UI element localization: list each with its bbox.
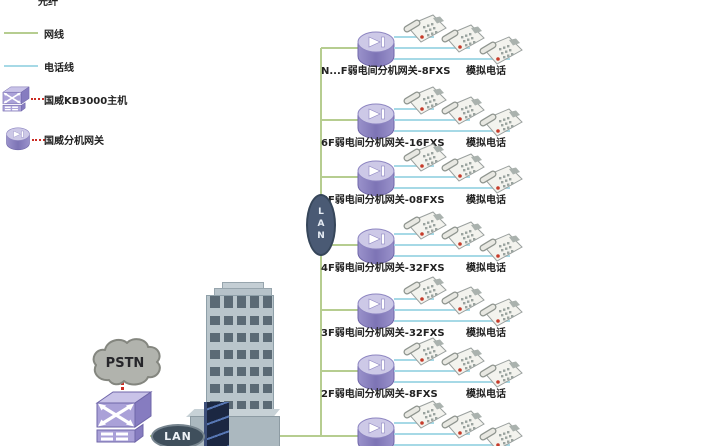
- building-base-top: [186, 409, 280, 417]
- network-line: [321, 119, 358, 121]
- floor-row-2f: 2F弱电间分机网关-8FXS 模拟电话: [320, 323, 565, 423]
- gateway-label: 4F弱电间分机网关-32FXS: [321, 263, 445, 274]
- phone-line: [394, 119, 470, 121]
- legend-phoneline-label: 电话线: [44, 63, 74, 74]
- floor-row-6f: 6F弱电间分机网关-16FXS 模拟电话: [320, 72, 565, 172]
- floor-row-5f: 5F弱电间分机网关-08FXS 模拟电话: [320, 129, 565, 229]
- gateway-icon: [356, 412, 396, 446]
- phone-line: [394, 58, 510, 60]
- legend-fiber-label: 光纤: [38, 0, 58, 8]
- phone-line: [394, 320, 510, 322]
- network-line: [321, 47, 358, 49]
- lan-trunk-label: LAN: [316, 207, 326, 243]
- network-line: [321, 370, 358, 372]
- floor-row-3f: 3F弱电间分机网关-32FXS 模拟电话: [320, 262, 565, 362]
- building-tower: [206, 295, 274, 421]
- legend-gateway-label: 国威分机网关: [44, 136, 104, 147]
- host-switch-kb3000: [94, 386, 154, 446]
- legend-host-label: 国威KB3000主机: [44, 96, 128, 107]
- gateway-label: N...F弱电间分机网关-8FXS: [321, 66, 451, 77]
- phone-line: [394, 176, 470, 178]
- floor-row-4f: 4F弱电间分机网关-32FXS 模拟电话: [320, 197, 565, 297]
- lan-node: LAN: [151, 424, 205, 446]
- server-rack: [204, 402, 229, 446]
- phone-line: [394, 444, 510, 446]
- floor-row-nf: N...F弱电间分机网关-8FXS 模拟电话: [320, 0, 565, 100]
- phone-line: [394, 359, 434, 361]
- gateway-label: 3F弱电间分机网关-32FXS: [321, 328, 445, 339]
- phone-line: [394, 36, 434, 38]
- phones-label: 模拟电话: [466, 263, 506, 274]
- phone-line: [394, 108, 434, 110]
- gateway-label: 6F弱电间分机网关-16FXS: [321, 138, 445, 149]
- legend-network-label: 网线: [44, 30, 64, 41]
- phones-label: 模拟电话: [466, 195, 506, 206]
- lan-trunk-node: LAN: [306, 194, 336, 256]
- legend-phoneline-sample: [4, 65, 38, 67]
- phone-line: [394, 233, 434, 235]
- phones-label: 模拟电话: [466, 328, 506, 339]
- gateway-label: 5F弱电间分机网关-08FXS: [321, 195, 445, 206]
- legend-network-line-sample: [4, 32, 38, 34]
- network-line: [321, 309, 358, 311]
- lan-label: LAN: [164, 430, 192, 443]
- legend-dotted-connector: [32, 139, 45, 141]
- floor-row-1f: [320, 386, 565, 446]
- extension-gateway-icon: [3, 124, 33, 152]
- network-line: [321, 176, 358, 178]
- phone-line: [394, 433, 470, 435]
- phones-label: 模拟电话: [466, 138, 506, 149]
- phone-line: [394, 370, 470, 372]
- phone-line: [394, 130, 510, 132]
- pstn-cloud: PSTN: [92, 338, 161, 386]
- phone-line: [394, 422, 434, 424]
- phone-line: [394, 309, 470, 311]
- phones-label: 模拟电话: [466, 389, 506, 400]
- phone-line: [394, 165, 434, 167]
- phone-line: [394, 298, 434, 300]
- phone-line: [394, 255, 510, 257]
- phone-line: [394, 47, 470, 49]
- legend-dotted-connector: [31, 98, 44, 100]
- phone-line: [394, 187, 510, 189]
- host-switch-icon: [1, 84, 31, 114]
- office-building: [186, 276, 290, 446]
- phone-icon: [478, 421, 524, 446]
- pstn-label: PSTN: [106, 356, 145, 371]
- phone-line: [394, 244, 470, 246]
- phone-line: [394, 381, 510, 383]
- network-line: [321, 244, 358, 246]
- phones-label: 模拟电话: [466, 66, 506, 77]
- gateway-label: 2F弱电间分机网关-8FXS: [321, 389, 438, 400]
